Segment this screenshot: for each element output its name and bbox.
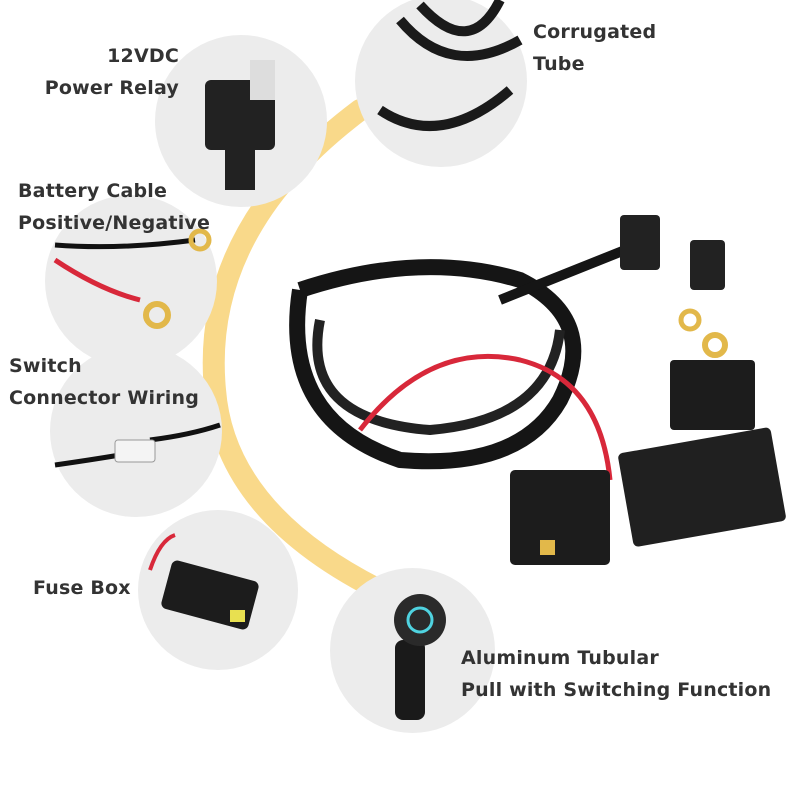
switch-label-line1: Switch xyxy=(9,355,82,377)
tube-label-line1: Corrugated xyxy=(533,21,657,43)
fuse-label: Fuse Box xyxy=(33,572,131,604)
switch-pull-image xyxy=(394,594,446,720)
battery-cable-image xyxy=(53,228,212,329)
tube-label: Corrugated Tube xyxy=(533,16,656,80)
harness-image xyxy=(289,215,786,565)
aluminum-label: Aluminum Tubular Pull with Switching Fun… xyxy=(461,642,771,706)
relay-image xyxy=(205,60,275,190)
battery-label-line2: Positive/Negative xyxy=(18,212,211,234)
switch-wire-image xyxy=(54,422,221,468)
tube-image xyxy=(377,0,523,131)
fuse-label-line1: Fuse Box xyxy=(33,577,131,599)
aluminum-label-line2: Pull with Switching Function xyxy=(461,679,772,701)
tube-label-line2: Tube xyxy=(533,53,585,75)
switch-label-line2: Connector Wiring xyxy=(9,387,199,409)
fuse-box-image xyxy=(148,533,259,630)
battery-circle xyxy=(45,195,217,367)
relay-label-line1: 12VDC xyxy=(107,45,179,67)
battery-label: Battery Cable Positive/Negative xyxy=(18,175,210,239)
relay-label-line2: Power Relay xyxy=(44,77,179,99)
relay-label: 12VDC Power Relay xyxy=(44,40,179,104)
aluminum-label-line1: Aluminum Tubular xyxy=(461,647,659,669)
switch-label: Switch Connector Wiring xyxy=(9,350,199,414)
battery-label-line1: Battery Cable xyxy=(18,180,168,202)
